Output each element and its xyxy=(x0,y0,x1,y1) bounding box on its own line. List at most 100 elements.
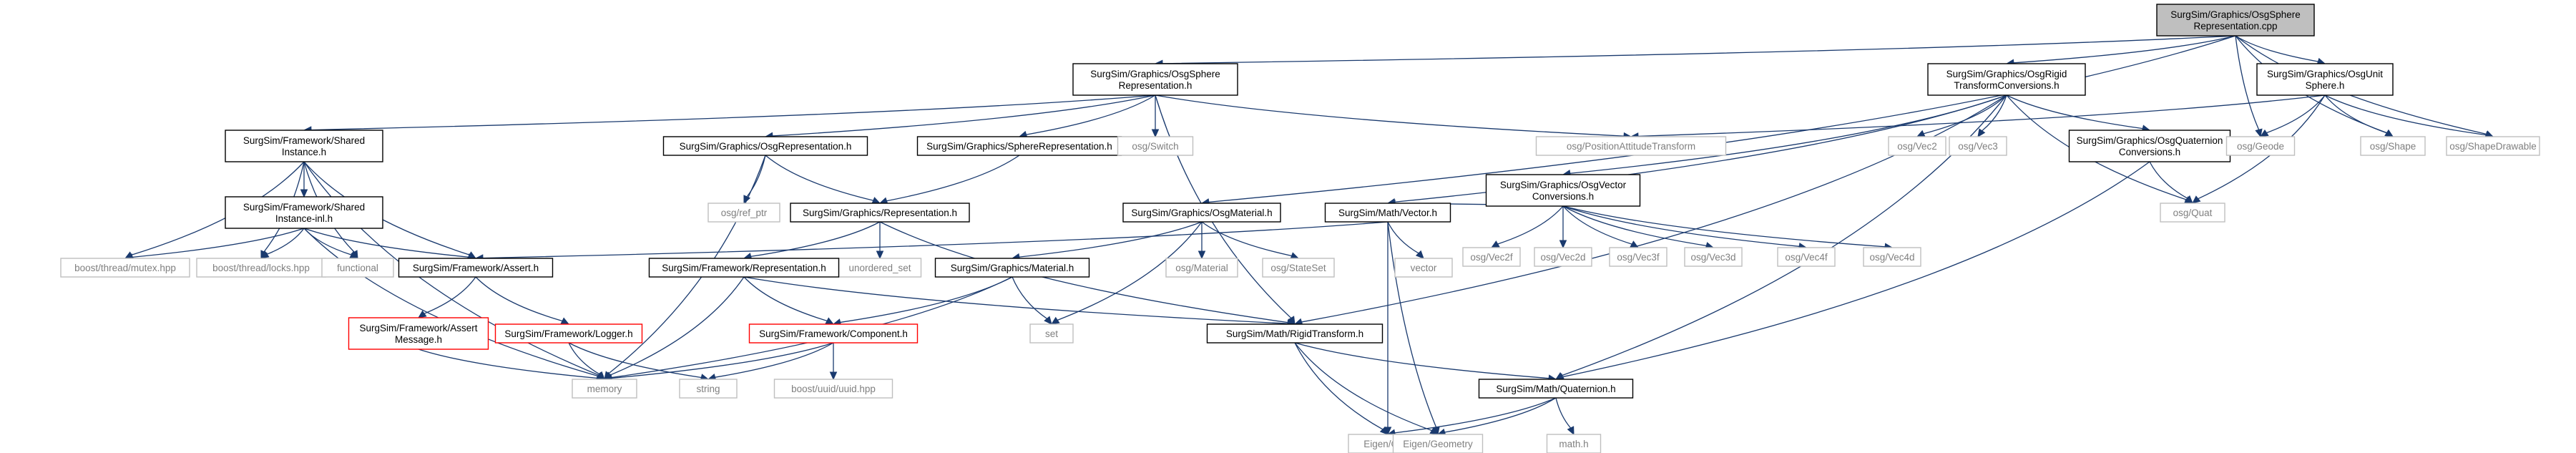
edge-arrowhead xyxy=(2259,129,2269,137)
edge-arrowhead xyxy=(260,250,270,259)
dependency-edge xyxy=(715,342,834,378)
node-label: osg/Vec3 xyxy=(1958,141,1998,152)
node-label: osg/Vec2f xyxy=(1470,252,1513,263)
edge-arrowhead xyxy=(829,371,838,381)
node-label: SurgSim/Graphics/OsgQuaternion xyxy=(2077,135,2223,146)
node-quaternion[interactable]: SurgSim/Math/Quaternion.h xyxy=(1478,379,1634,399)
node-graphicsrep[interactable]: SurgSim/Graphics/Representation.h xyxy=(790,203,970,223)
dependency-edge xyxy=(2235,35,2318,62)
node-box xyxy=(494,323,643,344)
node-label: osg/Vec4d xyxy=(1869,252,1914,263)
node-vec2: osg/Vec2 xyxy=(1888,136,1946,156)
node-assert[interactable]: SurgSim/Framework/Assert.h xyxy=(398,258,554,278)
node-label: Representation.h xyxy=(1119,80,1192,91)
node-label: Sphere.h xyxy=(2306,80,2345,91)
dependency-edge xyxy=(1394,397,1557,434)
node-box xyxy=(679,379,738,399)
node-label: SurgSim/Graphics/OsgVector xyxy=(1500,180,1627,190)
edge-arrowhead xyxy=(2192,195,2201,204)
node-label: vector xyxy=(1411,263,1437,273)
edge-arrowhead xyxy=(1151,129,1160,138)
dependency-edge xyxy=(1201,221,1292,257)
node-osgspherrep[interactable]: SurgSim/Graphics/OsgSphereRepresentation… xyxy=(1072,63,1238,96)
node-label: osg/Vec3f xyxy=(1617,252,1660,263)
node-box xyxy=(1206,323,1384,344)
node-label: SurgSim/Graphics/SphereRepresentation.h xyxy=(926,141,1112,152)
node-sphererep[interactable]: SurgSim/Graphics/SphereRepresentation.h xyxy=(916,136,1122,156)
node-label: SurgSim/Framework/Component.h xyxy=(759,328,908,339)
node-label: osg/Shape xyxy=(2370,141,2416,152)
node-box xyxy=(2446,136,2540,156)
node-fwrep[interactable]: SurgSim/Framework/Representation.h xyxy=(648,258,840,278)
node-locks: boost/thread/locks.hpp xyxy=(196,258,326,278)
node-label: Conversions.h xyxy=(2119,147,2180,157)
node-label: osg/ShapeDrawable xyxy=(2449,141,2537,152)
node-label: osg/Material xyxy=(1175,263,1228,273)
node-vec2f: osg/Vec2f xyxy=(1462,247,1521,267)
dependency-edge xyxy=(475,276,563,322)
node-label: string xyxy=(696,384,720,394)
node-osgrep[interactable]: SurgSim/Graphics/OsgRepresentation.h xyxy=(662,136,868,156)
node-geode: osg/Geode xyxy=(2225,136,2296,156)
edge-arrowhead xyxy=(1050,316,1060,325)
node-osgswitch: osg/Switch xyxy=(1117,136,1194,156)
node-osgrigid[interactable]: SurgSim/Graphics/OsgRigidTransformConver… xyxy=(1927,63,2086,96)
node-box xyxy=(1888,136,1946,156)
node-osgmaterial[interactable]: SurgSim/Graphics/OsgMaterial.h xyxy=(1122,203,1281,223)
node-vec4f: osg/Vec4f xyxy=(1777,247,1836,267)
node-box xyxy=(1122,203,1281,223)
edge-arrowhead xyxy=(418,310,427,318)
edge-arrowhead xyxy=(1379,426,1389,435)
node-rigidtransform[interactable]: SurgSim/Math/RigidTransform.h xyxy=(1206,323,1384,344)
node-label: SurgSim/Graphics/OsgSphere xyxy=(2170,9,2301,20)
edge-arrowhead xyxy=(596,371,605,380)
node-label: osg/Vec2 xyxy=(1897,141,1937,152)
node-osgquatconv[interactable]: SurgSim/Graphics/OsgQuaternionConversion… xyxy=(2068,130,2231,162)
dependency-edge xyxy=(482,221,1389,259)
node-label: SurgSim/Graphics/Material.h xyxy=(951,263,1074,273)
node-osgmat: osg/Material xyxy=(1165,258,1238,278)
node-box xyxy=(1863,247,1921,267)
node-logger[interactable]: SurgSim/Framework/Logger.h xyxy=(494,323,643,344)
node-label: Instance-inl.h xyxy=(275,213,333,224)
dependency-edge xyxy=(2235,35,2260,130)
node-component[interactable]: SurgSim/Framework/Component.h xyxy=(748,323,919,344)
node-label: SurgSim/Framework/Assert xyxy=(359,323,477,333)
edge-arrowhead xyxy=(2255,128,2263,138)
node-label: osg/Vec2d xyxy=(1540,252,1585,263)
node-mathvector[interactable]: SurgSim/Math/Vector.h xyxy=(1324,203,1451,223)
node-box xyxy=(934,258,1090,278)
node-box xyxy=(1609,247,1667,267)
node-label: SurgSim/Math/Vector.h xyxy=(1338,208,1437,218)
dependency-edge xyxy=(765,155,873,201)
dependency-edge xyxy=(772,94,1156,137)
node-label: boost/thread/mutex.hpp xyxy=(74,263,176,273)
node-shape: osg/Shape xyxy=(2360,136,2426,156)
node-label: SurgSim/Graphics/OsgMaterial.h xyxy=(1131,208,1272,218)
dependency-edge xyxy=(568,342,600,375)
node-graphicsmat[interactable]: SurgSim/Graphics/Material.h xyxy=(934,258,1090,278)
node-vec3d: osg/Vec3d xyxy=(1684,247,1743,267)
node-label: TransformConversions.h xyxy=(1954,80,2059,91)
node-label: osg/ref_ptr xyxy=(721,208,768,218)
node-uuid: boost/uuid/uuid.hpp xyxy=(773,379,893,399)
node-label: osg/Vec4f xyxy=(1785,252,1828,263)
dependency-edge xyxy=(310,94,1156,131)
node-label: boost/thread/locks.hpp xyxy=(212,263,310,273)
node-box xyxy=(2360,136,2426,156)
dependency-edge xyxy=(2006,94,2143,130)
edge-arrowhead xyxy=(1567,426,1575,436)
node-posatt: osg/PositionAttitudeTransform xyxy=(1535,136,1727,156)
edge-arrowhead xyxy=(876,250,884,260)
node-unorderedset: unordered_set xyxy=(838,258,922,278)
node-box xyxy=(1927,63,2086,96)
edge-arrowhead xyxy=(1559,240,1567,249)
dependency-edge xyxy=(1562,205,1886,248)
node-string: string xyxy=(679,379,738,399)
node-root[interactable]: SurgSim/Graphics/OsgSphereRepresentation… xyxy=(2156,4,2315,36)
